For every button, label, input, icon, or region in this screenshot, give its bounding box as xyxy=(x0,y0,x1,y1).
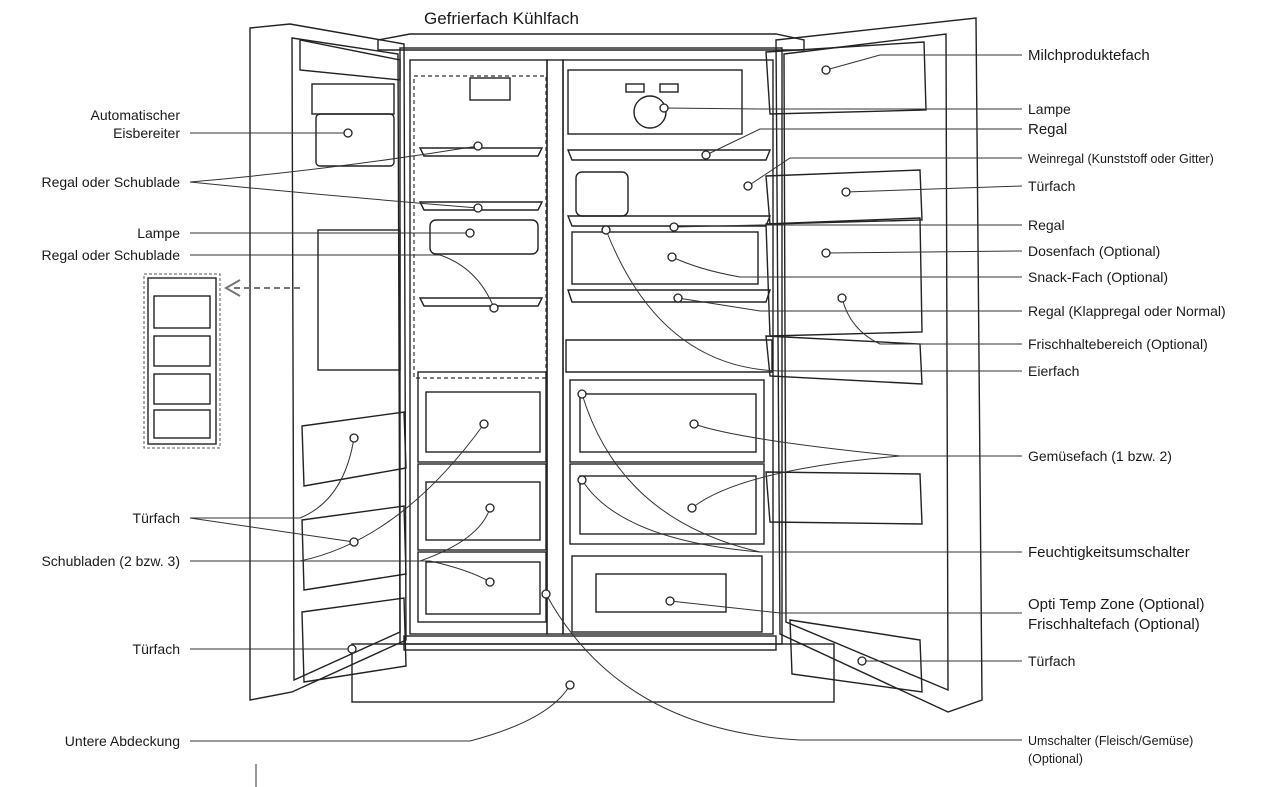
label-fresh-area: Frischhaltebereich (Optional) xyxy=(1028,336,1208,352)
label-wine-rack: Weinregal (Kunststoff oder Gitter) xyxy=(1028,152,1214,166)
left-labels: Automatischer Eisbereiter Regal oder Sch… xyxy=(41,107,180,749)
label-shelf-1: Regal xyxy=(1028,121,1067,138)
leader-lines xyxy=(189,54,1023,742)
label-door-bin-right-1: Türfach xyxy=(1028,178,1075,194)
label-lamp-right: Lampe xyxy=(1028,101,1071,117)
label-door-bin-left-1: Türfach xyxy=(133,510,180,526)
label-meat-vegetable-switch-line1: Umschalter (Fleisch/Gemüse) xyxy=(1028,734,1193,748)
label-meat-vegetable-switch-line2: (Optional) xyxy=(1028,752,1083,766)
label-lamp-left: Lampe xyxy=(137,225,180,241)
label-automatic-ice-maker-line2: Eisbereiter xyxy=(113,125,180,141)
label-drawers: Schubladen (2 bzw. 3) xyxy=(41,553,180,569)
label-opti-temp-zone: Opti Temp Zone (Optional) xyxy=(1028,596,1204,613)
label-can-rack: Dosenfach (Optional) xyxy=(1028,243,1160,259)
label-fresh-drawer: Frischhaltefach (Optional) xyxy=(1028,616,1200,633)
label-door-bin-right-2: Türfach xyxy=(1028,653,1075,669)
label-humidity-switch: Feuchtigkeitsumschalter xyxy=(1028,544,1190,561)
label-vegetable-drawer: Gemüsefach (1 bzw. 2) xyxy=(1028,448,1172,464)
label-shelf-or-drawer-2: Regal oder Schublade xyxy=(41,247,180,263)
label-snack-drawer: Snack-Fach (Optional) xyxy=(1028,269,1168,285)
label-dairy-compartment: Milchproduktefach xyxy=(1028,47,1150,64)
right-labels: Milchproduktefach Lampe Regal Weinregal … xyxy=(1028,47,1226,766)
label-lower-cover: Untere Abdeckung xyxy=(65,733,180,749)
label-door-bin-left-2: Türfach xyxy=(133,641,180,657)
label-folding-shelf: Regal (Klappregal oder Normal) xyxy=(1028,303,1226,319)
refrigerator-illustration xyxy=(143,17,983,787)
label-shelf-or-drawer-1: Regal oder Schublade xyxy=(41,174,180,190)
label-automatic-ice-maker-line1: Automatischer xyxy=(91,107,181,123)
callout-dots xyxy=(343,65,867,690)
label-shelf-2: Regal xyxy=(1028,217,1065,233)
label-egg-tray: Eierfach xyxy=(1028,363,1079,379)
diagram-title: Gefrierfach Kühlfach xyxy=(424,9,579,28)
